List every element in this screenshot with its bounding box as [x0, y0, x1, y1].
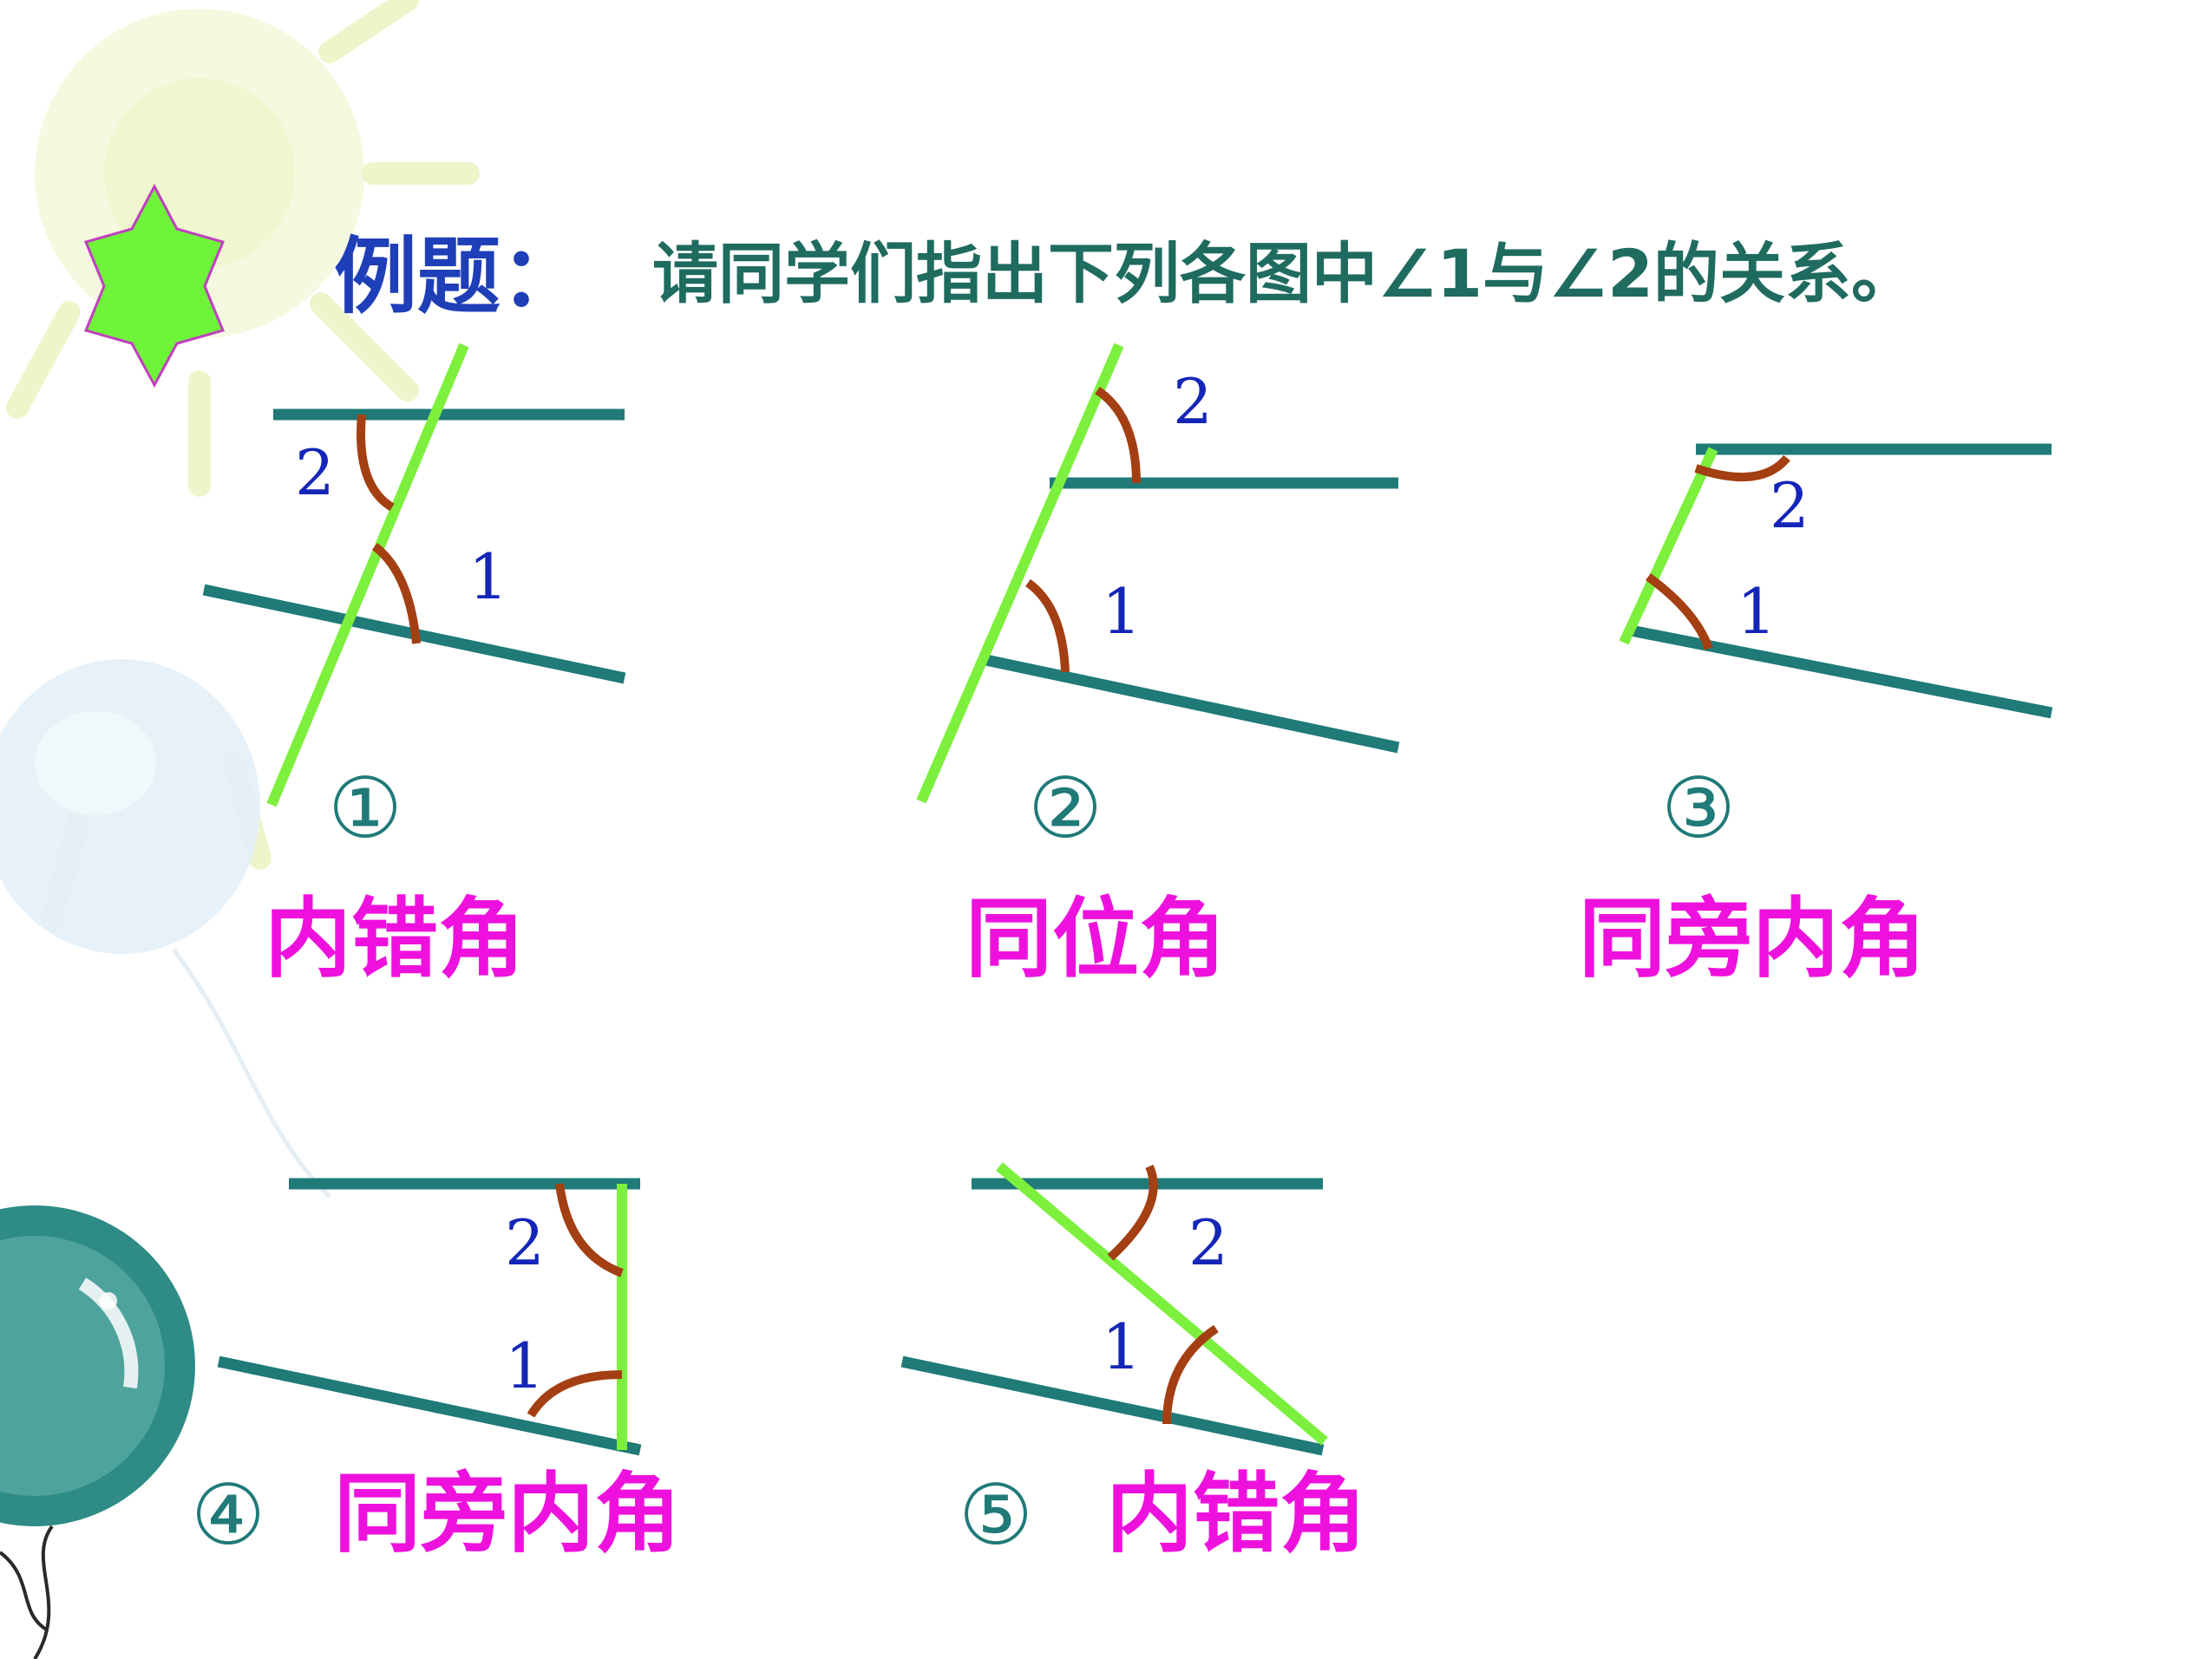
figure-1: 2 1 ① 内错角 [202, 343, 626, 990]
figure-3: 2 1 ③ 同旁内角 [1579, 443, 2053, 990]
angle-1-label: 1 [1737, 575, 1777, 648]
figure-5: 2 1 ⑤ 内错角 [900, 1162, 1366, 1564]
answer-1: 内错角 [265, 888, 525, 990]
angle-2-arc [1095, 386, 1141, 484]
angle-2-arc [357, 414, 395, 512]
figure-4: 2 1 ④ 同旁内角 [191, 1178, 681, 1564]
angle-2-label: 2 [295, 436, 335, 509]
angle-1-label: 1 [468, 540, 508, 613]
answer-5: 内错角 [1106, 1463, 1366, 1564]
angle-2-arc [1694, 454, 1790, 481]
angle-1-arc [1024, 578, 1070, 673]
angle-2-arc [1107, 1164, 1158, 1261]
balloon-background-decoration [0, 659, 331, 1199]
answer-4: 同旁内角 [334, 1463, 681, 1564]
angle-2-label: 2 [1188, 1206, 1228, 1279]
parallel-line-bottom [1629, 624, 2053, 719]
angle-2-label: 2 [1173, 365, 1213, 438]
star-bullet-icon [83, 183, 226, 389]
answer-2: 同位角 [965, 888, 1226, 990]
angle-1-arc [1646, 572, 1713, 650]
angle-1-label: 1 [1102, 575, 1142, 648]
figure-2: 2 1 ② 同位角 [916, 343, 1400, 990]
angle-1-arc [527, 1370, 623, 1418]
transversal-line [996, 1162, 1328, 1446]
angle-1-label: 1 [505, 1329, 545, 1402]
transversal-line [1619, 447, 1718, 645]
figure-number-4: ④ [191, 1466, 265, 1564]
parallel-line-bottom [900, 1355, 1325, 1456]
angle-1-label: 1 [1102, 1310, 1142, 1383]
angle-2-label: 2 [505, 1206, 545, 1279]
teal-balloon-decoration [0, 1205, 195, 1659]
question-text: 请同学们指出下列各图中∠1与∠2的关系。 [652, 235, 1917, 312]
angle-2-arc [555, 1183, 624, 1277]
parallel-line-bottom [217, 1355, 642, 1456]
figure-number-2: ② [1028, 760, 1103, 857]
transversal-line [916, 343, 1124, 804]
answer-3: 同旁内角 [1579, 888, 1926, 990]
transversal-line [266, 343, 469, 807]
angle-1-arc [1162, 1324, 1219, 1425]
angle-1-arc [371, 543, 421, 644]
angle-2-label: 2 [1770, 469, 1810, 542]
figure-number-1: ① [328, 760, 402, 857]
figure-number-3: ③ [1661, 760, 1736, 857]
parallel-line-bottom [980, 653, 1400, 754]
example-heading: 例题： [334, 228, 584, 325]
figure-number-5: ⑤ [959, 1466, 1033, 1564]
